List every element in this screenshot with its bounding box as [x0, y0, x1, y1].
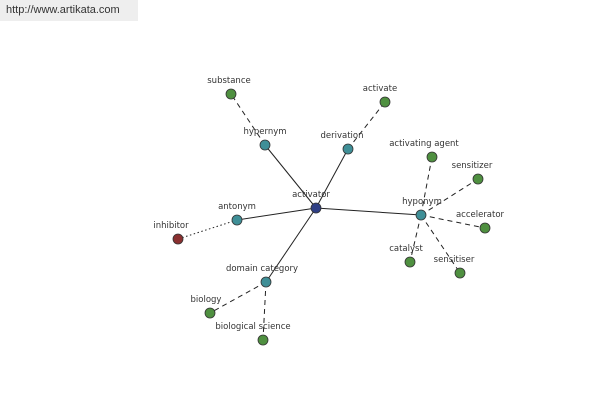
edge-hyponym-to-activating-agent [420, 156, 433, 216]
edge-activator-to-hyponym [315, 207, 422, 216]
node-biology[interactable]: biology [191, 295, 222, 319]
node-antonym[interactable]: antonym [218, 202, 256, 226]
node-circle-hyponym[interactable] [415, 209, 427, 221]
node-label-accelerator: accelerator [456, 210, 505, 220]
node-circle-antonym[interactable] [231, 214, 243, 226]
node-hypernym[interactable]: hypernym [243, 127, 287, 151]
node-hyponym[interactable]: hyponym [402, 197, 442, 221]
node-biological-science[interactable]: biological science [215, 322, 291, 346]
edge-domain-category-to-biology [209, 281, 267, 314]
node-circle-substance[interactable] [225, 88, 237, 100]
node-label-derivation: derivation [320, 131, 363, 141]
node-circle-derivation[interactable] [342, 143, 354, 155]
node-derivation[interactable]: derivation [320, 131, 364, 155]
node-circle-sensitizer[interactable] [472, 173, 484, 185]
node-label-activator: activator [292, 190, 330, 200]
node-circle-activator[interactable] [310, 202, 322, 214]
node-sensitiser[interactable]: sensitiser [434, 255, 475, 279]
node-circle-activating-agent[interactable] [426, 151, 438, 163]
node-label-sensitizer: sensitizer [452, 161, 493, 171]
node-activating-agent[interactable]: activating agent [389, 139, 459, 163]
node-circle-activate[interactable] [379, 96, 391, 108]
node-label-biological-science: biological science [215, 322, 290, 332]
node-activator[interactable]: activator [292, 190, 330, 214]
node-substance[interactable]: substance [207, 76, 251, 100]
node-activate[interactable]: activate [363, 84, 397, 108]
node-circle-domain-category[interactable] [260, 276, 272, 288]
node-label-hypernym: hypernym [243, 127, 286, 137]
node-circle-sensitiser[interactable] [454, 267, 466, 279]
edge-activator-to-antonym [236, 207, 317, 221]
node-label-catalyst: catalyst [389, 244, 423, 254]
edge-hyponym-to-sensitiser [420, 214, 461, 274]
node-domain-category[interactable]: domain category [226, 264, 298, 288]
node-label-antonym: antonym [218, 202, 256, 212]
node-inhibitor[interactable]: inhibitor [153, 221, 189, 245]
node-label-substance: substance [207, 76, 250, 86]
node-label-biology: biology [191, 295, 222, 305]
node-label-sensitiser: sensitiser [434, 255, 475, 265]
node-circle-accelerator[interactable] [479, 222, 491, 234]
node-label-hyponym: hyponym [402, 197, 442, 207]
node-circle-biology[interactable] [204, 307, 216, 319]
node-circle-hypernym[interactable] [259, 139, 271, 151]
node-sensitizer[interactable]: sensitizer [452, 161, 493, 185]
node-circle-catalyst[interactable] [404, 256, 416, 268]
edge-activator-to-domain-category [265, 207, 317, 283]
node-accelerator[interactable]: accelerator [456, 210, 505, 234]
node-catalyst[interactable]: catalyst [389, 244, 423, 268]
source-link[interactable]: http://www.artikata.com [0, 0, 138, 21]
edge-hyponym-to-catalyst [409, 214, 422, 263]
graph-nodes: activator hypernym derivation antonym hypony… [153, 76, 505, 346]
node-circle-biological-science[interactable] [257, 334, 269, 346]
edge-hyponym-to-sensitizer [420, 178, 479, 216]
edge-activator-to-derivation [315, 148, 349, 209]
node-label-inhibitor: inhibitor [153, 221, 189, 231]
edge-hyponym-to-accelerator [420, 214, 486, 229]
edge-activator-to-hypernym [264, 144, 317, 209]
graph-edges [177, 93, 486, 341]
node-label-domain-category: domain category [226, 264, 298, 274]
edge-derivation-to-activate [347, 101, 386, 150]
edge-hypernym-to-substance [230, 93, 266, 146]
node-label-activate: activate [363, 84, 397, 94]
node-circle-inhibitor[interactable] [172, 233, 184, 245]
node-label-activating-agent: activating agent [389, 139, 459, 149]
edge-domain-category-to-biological-science [262, 281, 267, 341]
